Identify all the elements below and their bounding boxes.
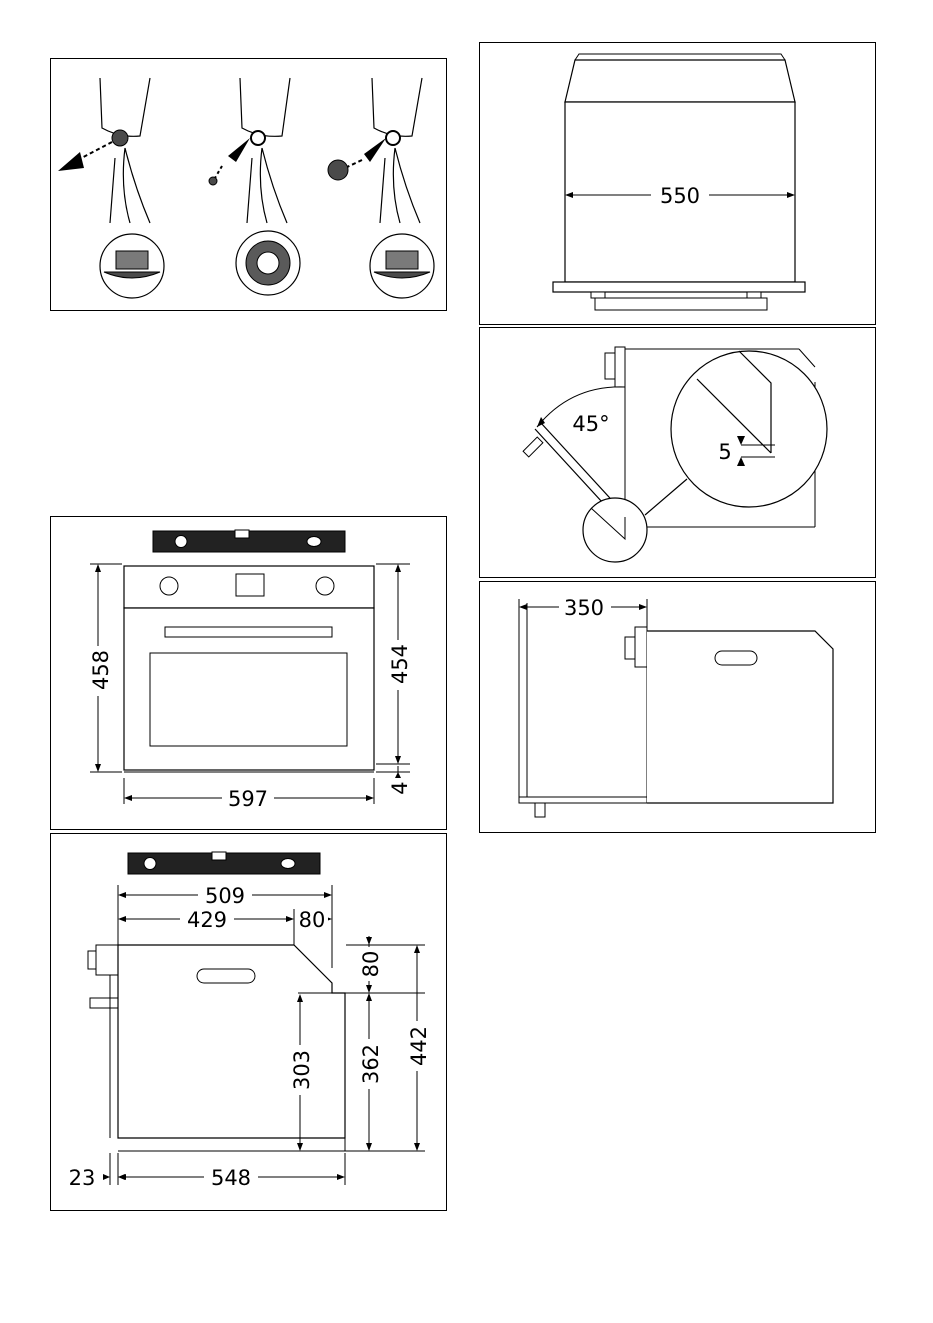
door-angle-label: 45° [572,412,609,436]
dim-side-depth-total: 509 [205,884,245,908]
side-dimensions-panel: 509 429 80 303 80 362 442 23 [50,833,447,1211]
dim-side-height-303: 303 [290,1050,314,1090]
dim-side-step-width: 80 [299,908,326,932]
dim-side-depth-body: 429 [187,908,227,932]
dim-side-step-height: 80 [359,951,383,978]
display-icon [236,574,264,596]
dim-front-height-inner: 454 [388,644,412,684]
niche-width-panel: 550 [479,42,876,325]
door-angle-panel: 45° 5 [479,327,876,578]
dim-side-height-442: 442 [407,1026,431,1066]
dim-front-height-outer: 458 [89,650,113,690]
dim-niche-width: 550 [660,184,700,208]
dim-clearance-depth: 350 [564,596,604,620]
dim-side-height-362: 362 [359,1044,383,1084]
dim-front-bottom-gap: 4 [388,781,412,794]
dim-side-front-offset: 23 [69,1166,96,1190]
dim-front-width: 597 [228,787,268,811]
control-knob-icon [316,577,334,595]
spirit-level-icon [153,530,345,552]
hinge-caps-panel [50,58,447,311]
control-knob-icon [160,577,178,595]
clearance-panel: 350 [479,581,876,833]
dim-side-depth-bottom: 548 [211,1166,251,1190]
spirit-level-icon [128,852,320,874]
front-dimensions-panel: 458 454 4 597 [50,516,447,830]
door-gap-label: 5 [718,440,731,464]
